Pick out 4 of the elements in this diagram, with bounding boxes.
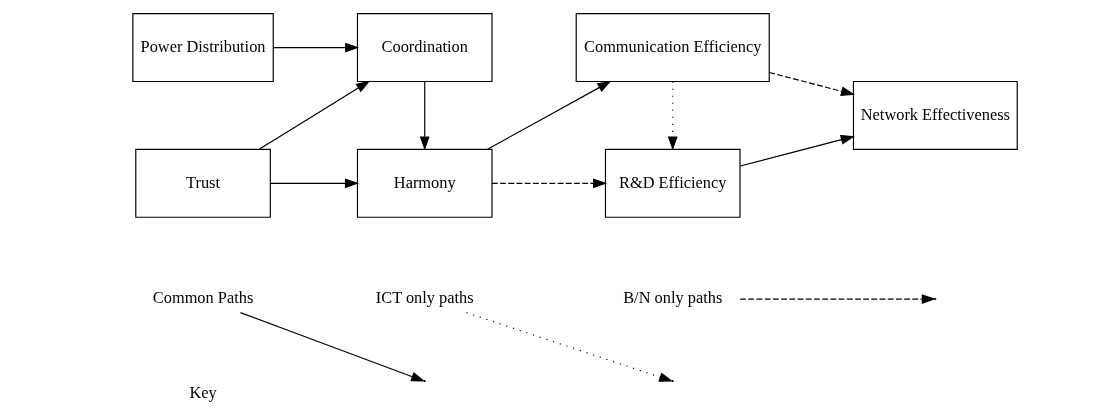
legend-label: Common Paths <box>152 287 253 307</box>
legend-label: B/N only paths <box>622 287 722 307</box>
label: Key <box>188 382 217 402</box>
legend-label: ICT only paths <box>375 287 474 307</box>
